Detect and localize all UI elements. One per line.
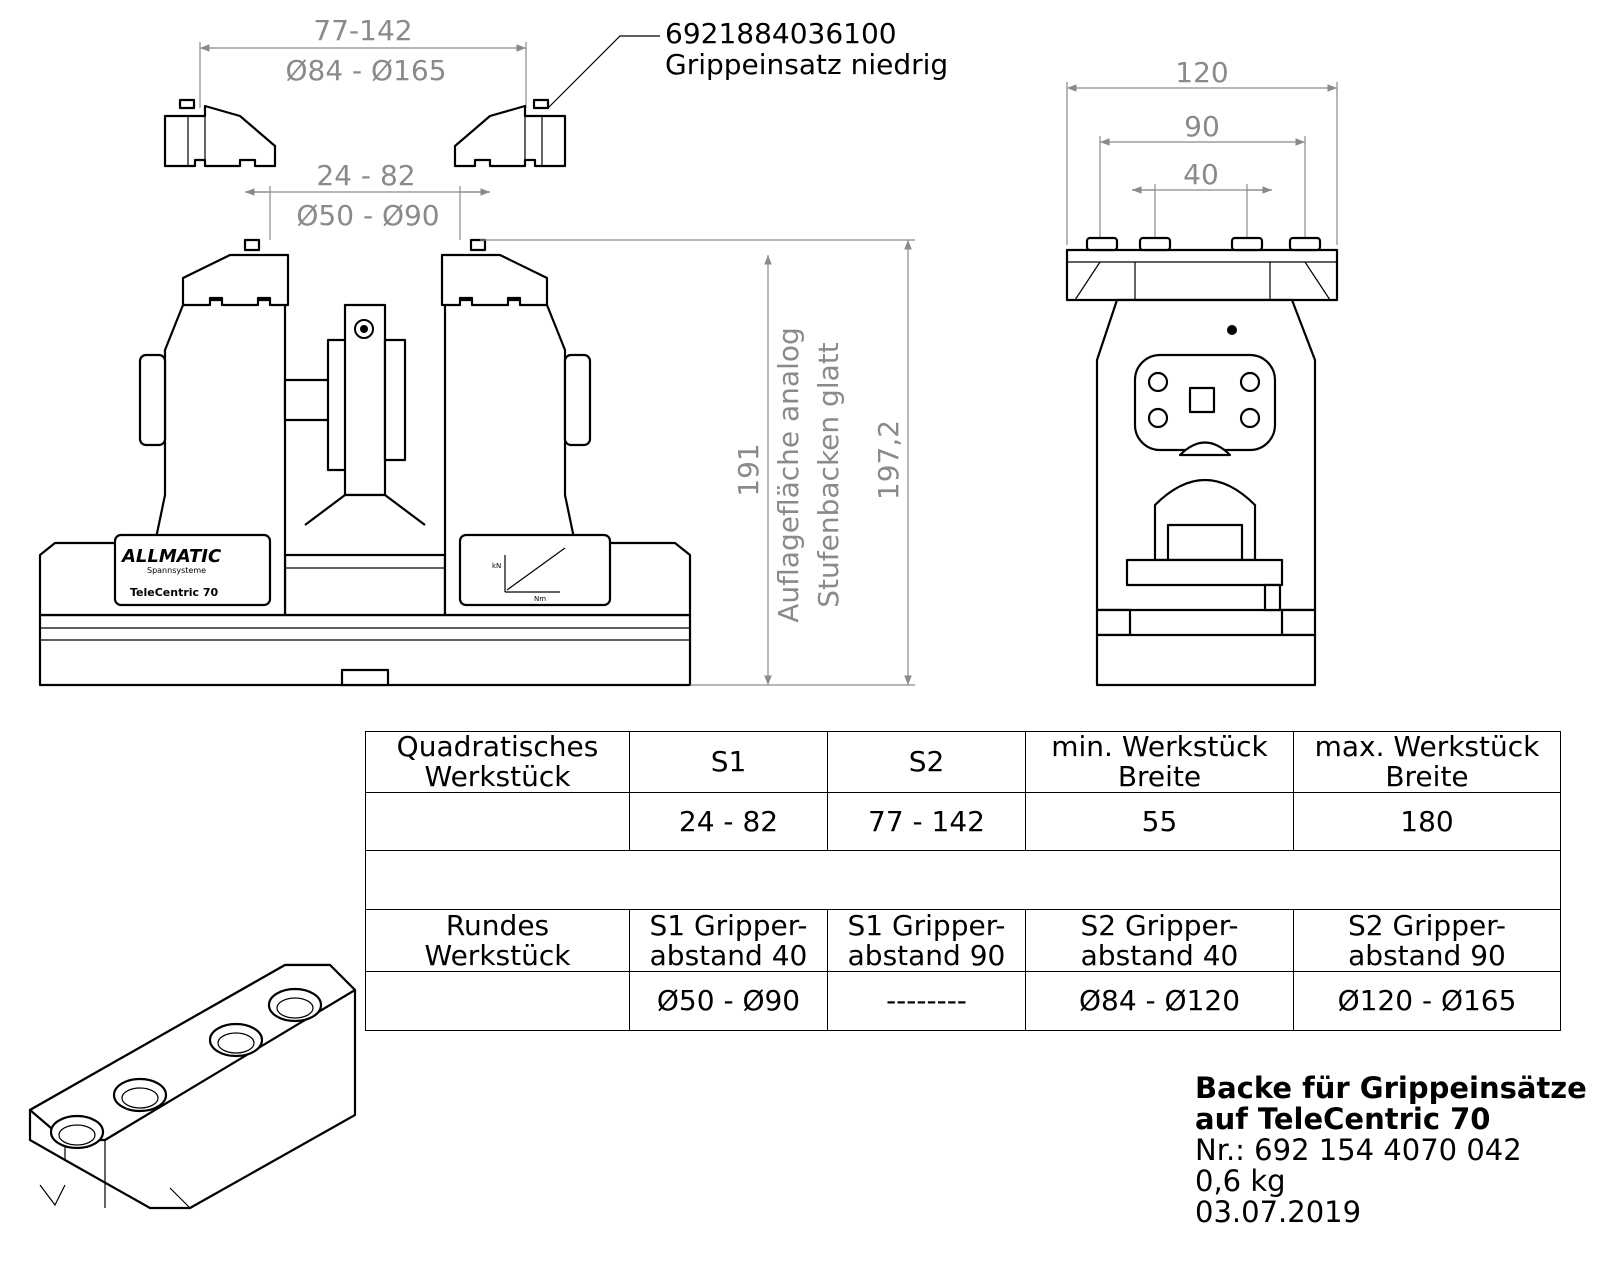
table-row-round-values: Ø50 - Ø90 -------- Ø84 - Ø120 Ø120 - Ø16… (365, 971, 1561, 1031)
dim-side-120: 120 (1175, 56, 1228, 89)
cell-s1-value: 24 - 82 (629, 792, 828, 851)
drawing-date: 03.07.2019 (1195, 1195, 1362, 1229)
cell-s1-g40-value: Ø50 - Ø90 (629, 971, 828, 1031)
cell-max-width-header: max. Werkstück Breite (1293, 731, 1561, 793)
dim-s2-range: 77-142 (313, 14, 412, 47)
plate-model: TeleCentric 70 (130, 586, 219, 599)
graph-y-label: kN (492, 562, 501, 570)
cell-s2-header: S2 (827, 731, 1026, 793)
cell-s2-value: 77 - 142 (827, 792, 1026, 851)
table-row-round-header: Rundes Werkstück S1 Gripper-abstand 40 S… (365, 909, 1561, 972)
cell-s1-header: S1 (629, 731, 828, 793)
dimension-heights: 191 197,2 Auflagefläche analog Stufenbac… (480, 239, 915, 686)
cell-spacer (365, 850, 1561, 910)
dim-side-40: 40 (1183, 158, 1219, 191)
vise-front-view: ALLMATIC Spannsysteme TeleCentric 70 kN … (38, 238, 692, 687)
cell-round-empty (365, 971, 630, 1031)
spec-table: Quadratisches Werkstück S1 S2 min. Werks… (365, 731, 1561, 1031)
vise-side-view: 120 90 40 (1065, 56, 1339, 687)
cell-s1-g90-header: S1 Gripper-abstand 90 (827, 909, 1026, 972)
table-row-square-values: 24 - 82 77 - 142 55 180 (365, 792, 1561, 851)
callout-part-name: Grippeinsatz niedrig (665, 48, 948, 81)
cell-s2-g90-header: S2 Gripper-abstand 90 (1293, 909, 1561, 972)
cell-s2-g40-value: Ø84 - Ø120 (1025, 971, 1294, 1031)
cell-s1-g90-value: -------- (827, 971, 1026, 1031)
table-row-square-header: Quadratisches Werkstück S1 S2 min. Werks… (365, 731, 1561, 793)
part-number: Nr.: 692 154 4070 042 (1195, 1133, 1522, 1167)
cell-min-width-header: min. Werkstück Breite (1025, 731, 1294, 793)
plate-brand: ALLMATIC (120, 546, 222, 567)
dimension-s1: 24 - 82 Ø50 - Ø90 (245, 159, 490, 240)
callout-part-number: 6921884036100 (665, 17, 897, 50)
gripper-insert-upper-right (453, 98, 567, 168)
title-block: Backe für Grippeinsätze auf TeleCentric … (1195, 1073, 1590, 1228)
callout-leader: 6921884036100 Grippeinsatz niedrig (547, 17, 948, 109)
dim-s2-diameter: Ø84 - Ø165 (285, 54, 446, 87)
part-weight: 0,6 kg (1195, 1164, 1286, 1198)
cell-square-empty (365, 792, 630, 851)
cell-square-header: Quadratisches Werkstück (365, 731, 630, 793)
title-line-2: auf TeleCentric 70 (1195, 1102, 1491, 1136)
dimension-s2: 77-142 Ø84 - Ø165 (199, 14, 527, 108)
cell-s1-g40-header: S1 Gripper-abstand 40 (629, 909, 828, 972)
cell-s2-g90-value: Ø120 - Ø165 (1293, 971, 1561, 1031)
title-line-1: Backe für Grippeinsätze (1195, 1071, 1587, 1105)
cell-round-header: Rundes Werkstück (365, 909, 630, 972)
cell-s2-g40-header: S2 Gripper-abstand 40 (1025, 909, 1294, 972)
dim-side-90: 90 (1184, 110, 1220, 143)
dim-s1-diameter: Ø50 - Ø90 (296, 199, 439, 232)
plate-brand-sub: Spannsysteme (147, 566, 206, 575)
jaw-isometric-view (28, 963, 357, 1210)
cell-min-width-value: 55 (1025, 792, 1294, 851)
dim-191: 191 (732, 443, 765, 496)
dim-note-2: Stufenbacken glatt (812, 342, 845, 607)
cell-max-width-value: 180 (1293, 792, 1561, 851)
dim-note-1: Auflagefläche analog (772, 327, 805, 623)
gripper-insert-upper-left (163, 98, 277, 168)
dim-s1-range: 24 - 82 (316, 159, 415, 192)
dim-197: 197,2 (872, 420, 905, 500)
graph-x-label: Nm (534, 595, 546, 603)
table-row-spacer (365, 850, 1561, 910)
